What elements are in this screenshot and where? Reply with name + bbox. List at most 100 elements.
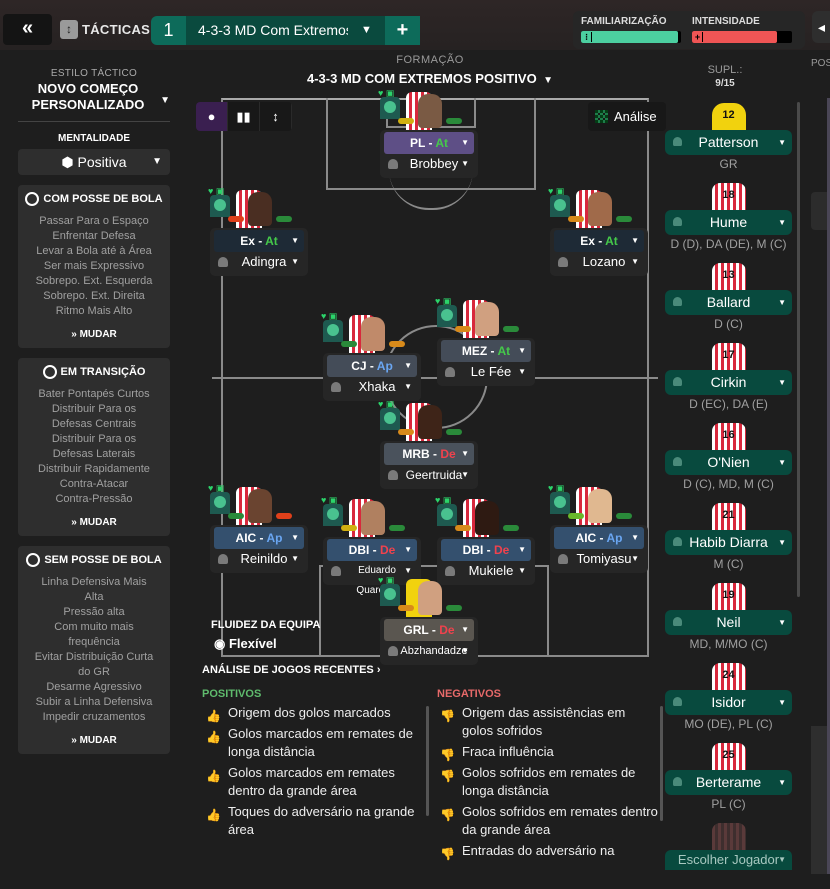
- role-dropdown[interactable]: AIC - Ap▼: [214, 527, 304, 549]
- player-name-dropdown[interactable]: Brobbey▼: [384, 154, 474, 174]
- tactics-view-tab[interactable]: ↕: [260, 102, 292, 131]
- add-tactic-button[interactable]: +: [385, 16, 420, 45]
- formation-dropdown[interactable]: 4-3-3 MD COM EXTREMOS POSITIVO ▼: [306, 71, 553, 86]
- choose-player-dropdown[interactable]: Escolher Jogador▼: [665, 850, 792, 870]
- right-panel-row[interactable]: [811, 192, 827, 230]
- player-card[interactable]: ♥ ▣ Ex - At▼ Adingra▼: [208, 186, 308, 276]
- player-card[interactable]: ♥ ▣ Ex - At▼ Lozano▼: [548, 186, 648, 276]
- player-card[interactable]: ♥ ▣ AIC - Ap▼ Tomiyasu▼: [548, 483, 648, 573]
- player-name-dropdown[interactable]: Le Fée▼: [441, 362, 531, 382]
- tactic-slot-number[interactable]: 1: [151, 16, 186, 45]
- boot-icon: [398, 605, 414, 611]
- role-dropdown[interactable]: DBI - De▼: [441, 539, 531, 561]
- sub-player-dropdown[interactable]: Berterame▼: [665, 770, 792, 795]
- player-name-dropdown[interactable]: Xhaka▼: [327, 377, 417, 397]
- divider: [18, 121, 170, 122]
- player-name-dropdown[interactable]: Eduardo Quares...▼: [327, 561, 417, 596]
- boot-icon: [341, 525, 357, 531]
- person-icon: [673, 297, 682, 306]
- subs-count: 9/15: [715, 78, 735, 89]
- tactic-name-dropdown[interactable]: 4-3-3 MD Com Extremos Po...: [186, 16, 386, 45]
- player-photo: [475, 501, 499, 535]
- change-button[interactable]: » MUDAR: [71, 329, 117, 340]
- stats-view-tab[interactable]: ▮▮: [228, 102, 260, 131]
- sub-player-dropdown[interactable]: Hume▼: [665, 210, 792, 235]
- player-card[interactable]: ♥ ▣ AIC - Ap▼ Reinildo▼: [208, 483, 308, 573]
- role-dropdown[interactable]: PL - At▼: [384, 132, 474, 154]
- player-photo: [248, 192, 272, 226]
- chevron-down-icon[interactable]: ▼: [348, 16, 385, 45]
- change-button[interactable]: » MUDAR: [71, 735, 117, 746]
- team-fluidity-label: FLUIDEZ DA EQUIPA: [211, 619, 321, 631]
- change-button[interactable]: » MUDAR: [71, 517, 117, 528]
- formation-caption: FORMAÇÃO: [396, 54, 464, 66]
- subs-scrollbar[interactable]: [797, 102, 800, 597]
- sub-player-dropdown[interactable]: Cirkin▼: [665, 370, 792, 395]
- player-name-dropdown[interactable]: Lozano▼: [554, 252, 644, 272]
- player-icon: [550, 195, 570, 217]
- player-name-dropdown[interactable]: Mukiele▼: [441, 561, 531, 581]
- player-card-goalkeeper[interactable]: ♥ ▣ GRL - De▼ Abzhandadze▼: [378, 575, 478, 665]
- role-dropdown[interactable]: AIC - Ap▼: [554, 527, 644, 549]
- player-card[interactable]: ♥ ▣ CJ - Ap▼ Xhaka▼: [321, 311, 421, 401]
- status-icons: ♥ ▣: [378, 88, 395, 98]
- negatives-scrollbar[interactable]: [660, 706, 663, 821]
- positives-scrollbar[interactable]: [426, 706, 429, 816]
- player-name-dropdown[interactable]: Tomiyasu▼: [554, 549, 644, 569]
- sub-player-dropdown[interactable]: O'Nien▼: [665, 450, 792, 475]
- role-dropdown[interactable]: GRL - De▼: [384, 619, 474, 641]
- player-name-dropdown[interactable]: Reinildo▼: [214, 549, 304, 569]
- instruction-item: Pressão alta: [63, 606, 125, 618]
- player-name-dropdown[interactable]: Adingra▼: [214, 252, 304, 272]
- plus-icon: +: [693, 32, 703, 42]
- double-chevron-right-icon: »: [71, 329, 80, 340]
- role-dropdown[interactable]: CJ - Ap▼: [327, 355, 417, 377]
- sub-player-dropdown[interactable]: Neil▼: [665, 610, 792, 635]
- shirt-icon: 17: [711, 343, 746, 370]
- role-dropdown[interactable]: Ex - At▼: [214, 230, 304, 252]
- player-photo: [588, 192, 612, 226]
- analysis-button[interactable]: Análise: [588, 102, 666, 131]
- mentality-dropdown[interactable]: ⬢ Positiva ▼: [18, 149, 170, 175]
- collapse-button[interactable]: «: [3, 14, 52, 45]
- familiarization-bar[interactable]: ⁝: [581, 31, 681, 43]
- player-view-tab[interactable]: ●: [196, 102, 228, 131]
- sub-player-dropdown[interactable]: Isidor▼: [665, 690, 792, 715]
- recent-matches-analysis-link[interactable]: ANÁLISE DE JOGOS RECENTES ›: [202, 664, 381, 676]
- sub-player-dropdown[interactable]: Habib Diarra▼: [665, 530, 792, 555]
- intensity-bar[interactable]: +: [692, 31, 792, 43]
- person-icon: [673, 617, 682, 626]
- out-of-possession-box: SEM POSSE DE BOLA Linha Defensiva Mais A…: [18, 546, 170, 754]
- boot-icon: [568, 513, 584, 519]
- status-icons: ♥ ▣: [435, 296, 452, 306]
- sub-player-dropdown[interactable]: Patterson▼: [665, 130, 792, 155]
- thumbs-up-icon: 👍: [206, 808, 221, 822]
- role-dropdown[interactable]: MRB - De▼: [384, 443, 474, 465]
- next-panel-button[interactable]: ◂: [812, 11, 830, 43]
- chevron-down-icon[interactable]: ▼: [160, 95, 170, 106]
- player-card[interactable]: ♥ ▣ MRB - De▼ Geertruida▼: [378, 399, 478, 489]
- player-photo: [418, 405, 442, 439]
- style-name-dropdown[interactable]: NOVO COMEÇO PERSONALIZADO: [31, 81, 145, 112]
- chevron-down-icon: ▼: [540, 75, 553, 86]
- gk-shirt-icon: 12: [711, 103, 746, 130]
- player-name-dropdown[interactable]: Geertruida▼: [384, 465, 474, 485]
- role-dropdown[interactable]: Ex - At▼: [554, 230, 644, 252]
- player-photo: [475, 302, 499, 336]
- player-card[interactable]: ♥ ▣ DBI - De▼ Mukiele▼: [435, 495, 535, 585]
- tactic-selector[interactable]: 1 4-3-3 MD Com Extremos Po... ▼ +: [151, 16, 451, 45]
- top-bar: « ↕ TÁCTICAS 1 4-3-3 MD Com Extremos Po.…: [0, 0, 830, 50]
- role-dropdown[interactable]: DBI - De▼: [327, 539, 417, 561]
- transition-icon: [42, 365, 57, 379]
- player-card[interactable]: ♥ ▣ DBI - De▼ Eduardo Quares...▼: [321, 495, 421, 596]
- role-dropdown[interactable]: MEZ - At▼: [441, 340, 531, 362]
- shirt-icon: 21: [711, 503, 746, 530]
- tactics-icon: ↕: [60, 20, 78, 39]
- player-name-dropdown[interactable]: Abzhandadze▼: [384, 641, 474, 661]
- player-card[interactable]: ♥ ▣ PL - At▼ Brobbey▼: [378, 88, 478, 178]
- sub-player-dropdown[interactable]: Ballard▼: [665, 290, 792, 315]
- player-card[interactable]: ♥ ▣ MEZ - At▼ Le Fée▼: [435, 296, 535, 386]
- sub-positions: GR: [719, 157, 738, 171]
- person-icon: [218, 257, 228, 267]
